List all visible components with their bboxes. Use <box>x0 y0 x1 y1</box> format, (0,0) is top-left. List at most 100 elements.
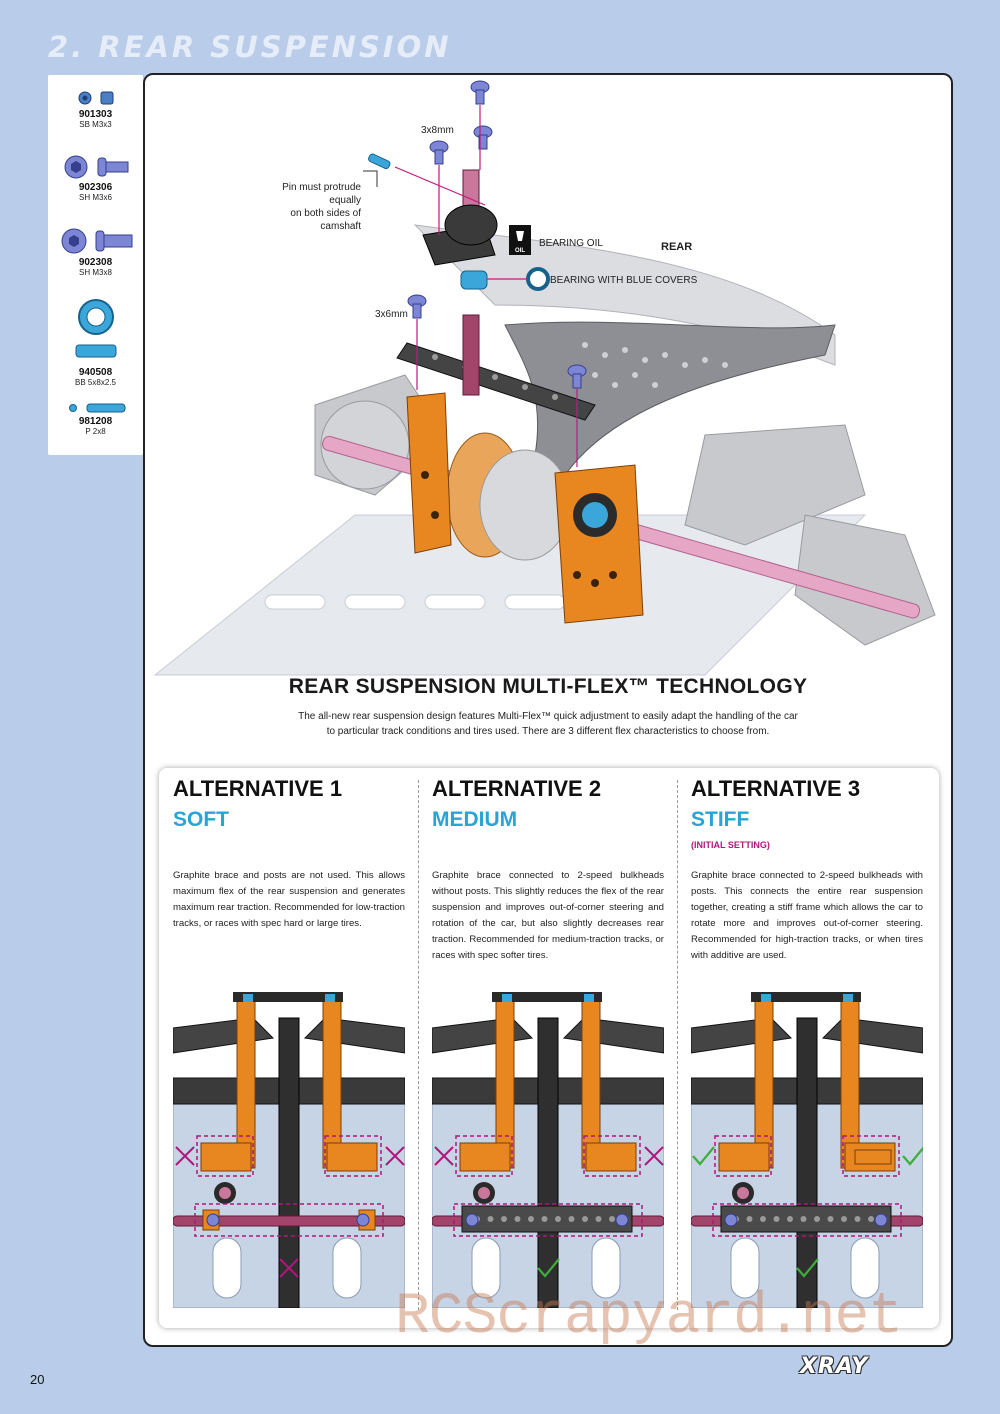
brace-hole <box>746 1216 753 1222</box>
rear-axle <box>173 1215 405 1227</box>
chassis-slot <box>332 1237 362 1299</box>
chassis-slot <box>850 1237 880 1299</box>
blue-clip <box>325 994 335 1002</box>
instruction-panel: OIL 3x8mm 3x6mm Pin must protrude equall… <box>143 73 953 1347</box>
brace-hole <box>609 1216 615 1222</box>
bulkhead <box>585 1142 637 1172</box>
brace-hole <box>773 1216 780 1222</box>
chassis-slot <box>591 1237 621 1299</box>
brace-hole <box>595 1216 602 1222</box>
cross-mark-icon <box>279 1258 299 1278</box>
pin-note-line-2: on both sides of camshaft <box>290 208 361 232</box>
bearing-center <box>737 1187 749 1199</box>
callout-bearing-oil: BEARING OIL <box>539 238 603 249</box>
part-spec: SB M3x3 <box>79 120 112 129</box>
part-code: 902306 <box>78 182 113 193</box>
bearing-center <box>478 1187 490 1199</box>
highlight-box-right <box>324 1135 382 1177</box>
xray-logo: XRAY <box>800 1354 869 1379</box>
section-title: 2. REAR SUSPENSION <box>48 30 452 64</box>
screw-icon <box>64 155 128 179</box>
oil-icon-label: OIL <box>515 248 525 254</box>
blue-clip <box>584 994 594 1002</box>
blue-clip <box>761 994 771 1002</box>
screw-icon <box>78 91 113 105</box>
column-divider <box>677 780 678 1310</box>
highlight-box-center <box>453 1203 643 1237</box>
check-mark-icon <box>692 1146 715 1166</box>
bearing-center <box>219 1187 231 1199</box>
brace-hole <box>582 1216 588 1222</box>
brace-hole <box>487 1216 494 1222</box>
callout-rear: REAR <box>661 241 693 253</box>
check-mark-icon <box>902 1146 923 1166</box>
bulkhead <box>326 1142 378 1172</box>
part-code: 981208 <box>78 416 113 427</box>
bulkhead-post-fitted <box>854 1149 892 1165</box>
brace-hole <box>760 1216 766 1222</box>
alternative-1-diagram <box>173 992 405 1308</box>
top-bar <box>233 992 343 1002</box>
cross-mark-icon <box>434 1146 454 1166</box>
column-divider <box>418 780 419 1310</box>
part-item: 981208 P 2x8 <box>48 400 143 436</box>
chassis-slot <box>471 1237 501 1299</box>
highlight-box-right <box>583 1135 641 1177</box>
part-item: 940508 BB 5x8x2.5 <box>48 297 143 387</box>
callout-pin-note: Pin must protrude equally on both sides … <box>253 181 361 233</box>
brace-hole <box>528 1216 534 1222</box>
part-spec: BB 5x8x2.5 <box>75 378 116 387</box>
brace-hole <box>568 1216 575 1222</box>
screw-head <box>356 1213 370 1227</box>
pin-icon <box>68 403 125 413</box>
bulkhead <box>718 1142 770 1172</box>
part-code: 902308 <box>78 257 113 268</box>
alternative-title: ALTERNATIVE 1 <box>173 776 343 801</box>
alternatives-panel: ALTERNATIVE 1 SOFT Graphite brace and po… <box>159 768 939 1328</box>
brace-hole <box>514 1216 521 1222</box>
alternative-3-diagram <box>691 992 923 1308</box>
blue-clip <box>243 994 253 1002</box>
suspension-arm <box>562 1017 664 1054</box>
part-spec: SH M3x6 <box>79 193 112 202</box>
brace-hole <box>501 1216 507 1222</box>
highlight-box-center <box>194 1203 384 1237</box>
rear-suspension-illustration: OIL <box>153 80 936 676</box>
bulkhead <box>200 1142 252 1172</box>
brace-hole <box>841 1216 847 1222</box>
initial-setting-note: (INITIAL SETTING) <box>691 840 770 850</box>
highlight-box-center <box>712 1203 902 1237</box>
screw-head <box>615 1213 629 1227</box>
chassis-slot <box>730 1237 760 1299</box>
callout-screw-3x6: 3x6mm <box>375 309 408 320</box>
alternative-subtitle: SOFT <box>173 808 229 831</box>
brace-hole <box>868 1216 874 1222</box>
check-mark-icon <box>796 1258 819 1278</box>
suspension-arm <box>303 1017 405 1054</box>
brace-hole <box>854 1216 861 1222</box>
brace-hole <box>814 1216 820 1222</box>
bearing-icon <box>75 299 116 358</box>
callout-bearing-covers: BEARING WITH BLUE COVERS <box>550 275 698 286</box>
suspension-arm <box>173 1017 275 1054</box>
highlight-box-left <box>196 1135 254 1177</box>
brace-hole <box>555 1216 561 1222</box>
center-spine <box>278 1017 300 1308</box>
screw-icon <box>61 228 132 254</box>
bulkhead <box>459 1142 511 1172</box>
alternative-1: ALTERNATIVE 1 SOFT Graphite brace and po… <box>159 768 405 1308</box>
part-code: 940508 <box>78 367 113 378</box>
brace-hole <box>800 1216 807 1222</box>
alternative-description: Graphite brace connected to 2-speed bulk… <box>432 870 664 961</box>
top-bar <box>751 992 861 1002</box>
alternative-description: Graphite brace connected to 2-speed bulk… <box>691 870 923 961</box>
chassis-slot <box>212 1237 242 1299</box>
part-item: 901303 SB M3x3 <box>48 87 143 129</box>
cross-mark-icon <box>385 1146 405 1166</box>
parts-list: 901303 SB M3x3 902306 SH M3x6 902308 SH … <box>48 75 143 455</box>
alternative-2-diagram <box>432 992 664 1308</box>
blue-clip <box>843 994 853 1002</box>
part-item: 902308 SH M3x8 <box>48 225 143 277</box>
suspension-arm <box>691 1017 793 1054</box>
part-item: 902306 SH M3x6 <box>48 152 143 202</box>
